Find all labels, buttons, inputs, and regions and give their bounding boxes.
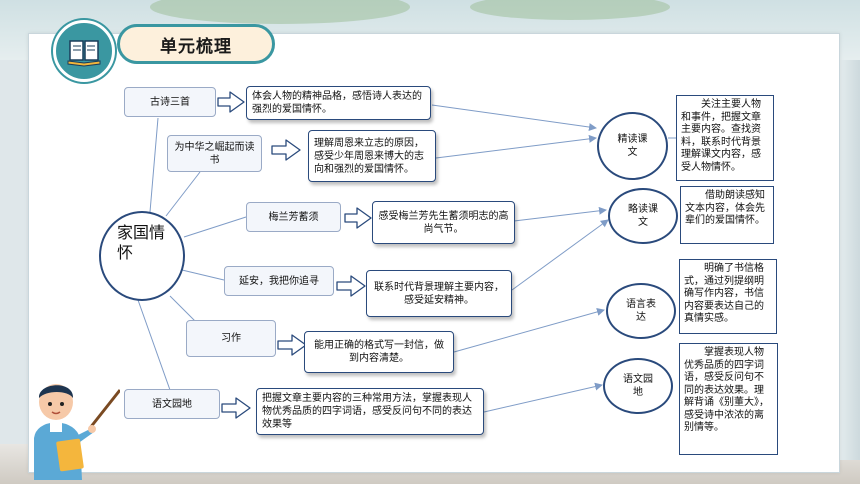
desc-ancient-poems: 体会人物的精神品格，感悟诗人表达的强烈的爱国情怀。 [246,86,431,120]
category-language-expression: 语言表达 [606,283,676,339]
topic-chinese-garden: 语文园地 [124,389,220,419]
category-intensive-reading: 精读课文 [597,112,668,180]
topic-mei-lanfang: 梅兰芳蓄须 [246,202,341,232]
summary-language-expression: 明确了书信格式，通过列提纲明确写作内容，书信内容要表达自己的真情实感。 [679,259,777,334]
desc-mei-lanfang: 感受梅兰芳先生蓄须明志的高尚气节。 [372,201,515,244]
leaf-decoration [470,0,670,20]
desc-yanan: 联系时代背景理解主要内容，感受延安精神。 [366,270,512,317]
summary-skim-reading: 借助朗读感知文本内容，体会先辈们的爱国情怀。 [680,186,774,244]
category-chinese-garden: 语文园地 [603,358,673,414]
desc-study-for-china: 理解周恩来立志的原因，感受少年周恩来博大的志向和强烈的爱国情怀。 [308,130,436,182]
center-topic: 家国情怀 [99,211,185,301]
desc-chinese-garden: 把握文章主要内容的三种常用方法，掌握表现人物优秀品质的四字词语，感受反问句不同的… [256,388,484,435]
page-title: 单元梳理 [117,24,275,64]
category-skim-reading: 略读课文 [608,188,678,244]
book-icon [53,20,115,82]
desc-writing: 能用正确的格式写一封信，做到内容清楚。 [304,331,454,373]
topic-writing: 习作 [186,320,276,357]
topic-study-for-china: 为中华之崛起而读书 [167,135,262,172]
summary-intensive-reading: 关注主要人物和事件，把握文章主要内容。查找资料，联系时代背景理解课文内容，感受人… [676,95,774,181]
background-strip [838,60,860,460]
topic-ancient-poems: 古诗三首 [124,87,216,117]
topic-yanan: 延安，我把你追寻 [224,266,334,296]
teacher-illustration [34,384,120,480]
summary-chinese-garden: 掌握表现人物优秀品质的四字词语，感受反问句不同的表达效果。理解背诵《别董大》，感… [679,343,778,455]
